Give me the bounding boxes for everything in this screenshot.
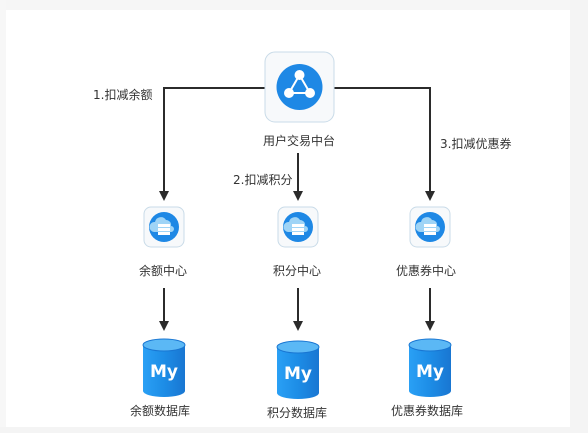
coupon-db-label: 优惠券数据库 — [391, 404, 464, 418]
db-logo-text: My — [416, 362, 444, 382]
frame-right-strip — [570, 0, 588, 433]
balance-db-node: My — [142, 338, 186, 397]
platform-node — [264, 51, 335, 123]
frame-top-strip — [0, 0, 588, 10]
cloud-server-icon — [283, 212, 313, 242]
network-icon — [276, 64, 323, 110]
edge-label-deduct-balance: 1.扣减余额 — [93, 88, 153, 102]
edge-label-deduct-points: 2.扣减积分 — [233, 173, 293, 187]
cloud-server-icon — [149, 212, 179, 242]
db-logo-text: My — [150, 362, 178, 382]
coupon-db-node: My — [408, 338, 452, 397]
coupon-center-label: 优惠券中心 — [396, 264, 457, 278]
edge-platform-to-balance-center — [159, 87, 265, 201]
coupon-center-node — [409, 206, 451, 248]
mysql-database-icon: My — [142, 338, 186, 397]
points-db-node: My — [276, 340, 320, 399]
edge-platform-to-coupon-center — [334, 87, 435, 201]
mysql-database-icon: My — [408, 338, 452, 397]
balance-center-node — [143, 206, 185, 248]
points-db-label: 积分数据库 — [267, 406, 328, 420]
frame-left-strip — [0, 0, 6, 433]
balance-center-label: 余额中心 — [139, 264, 188, 278]
platform-label: 用户交易中台 — [263, 134, 336, 148]
points-center-label: 积分中心 — [273, 264, 322, 278]
edges — [159, 87, 435, 331]
frame-bottom-strip — [0, 427, 588, 433]
cloud-server-icon — [415, 212, 445, 242]
mysql-database-icon: My — [276, 340, 320, 399]
balance-db-label: 余额数据库 — [130, 404, 191, 418]
edge-label-deduct-coupon: 3.扣减优惠券 — [440, 137, 512, 151]
db-logo-text: My — [284, 364, 312, 384]
points-center-node — [277, 206, 319, 248]
